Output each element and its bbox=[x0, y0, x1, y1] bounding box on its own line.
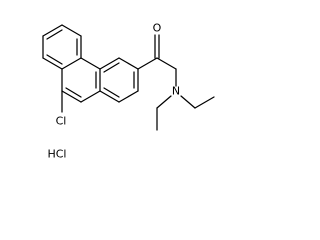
bond-carbonyl-ch2 bbox=[156, 57, 177, 70]
atom-label-oxygen: O bbox=[153, 22, 162, 35]
bond bbox=[42, 24, 63, 37]
bond bbox=[80, 57, 101, 70]
ring-a bbox=[42, 24, 82, 70]
double-bond-inner bbox=[103, 87, 120, 98]
ring-c bbox=[99, 57, 139, 103]
bond bbox=[42, 57, 63, 70]
bond bbox=[80, 90, 101, 103]
double-bond-inner bbox=[46, 29, 63, 40]
ring-b bbox=[61, 57, 101, 103]
bond bbox=[61, 24, 82, 37]
bond-ring-carbonyl bbox=[137, 57, 158, 70]
side-chain bbox=[137, 34, 215, 131]
atom-label-nitrogen: N bbox=[172, 85, 180, 98]
double-bond-inner bbox=[46, 54, 63, 65]
atom-label-chlorine: Cl bbox=[56, 115, 67, 128]
chemical-structure-diagram: Cl O N HCl bbox=[42, 22, 215, 161]
bond bbox=[99, 57, 120, 70]
bond bbox=[61, 57, 82, 70]
bond bbox=[118, 57, 139, 70]
bond bbox=[61, 90, 82, 103]
bond-ethyl-right bbox=[194, 96, 215, 109]
double-bond-inner bbox=[65, 87, 82, 98]
salt-label-hcl: HCl bbox=[47, 148, 66, 161]
bond bbox=[99, 90, 120, 103]
double-bond-inner bbox=[103, 62, 120, 73]
bond bbox=[118, 90, 139, 103]
bond-n-ethyl-right bbox=[180, 95, 196, 109]
bond-n-ethyl-left bbox=[156, 95, 172, 109]
